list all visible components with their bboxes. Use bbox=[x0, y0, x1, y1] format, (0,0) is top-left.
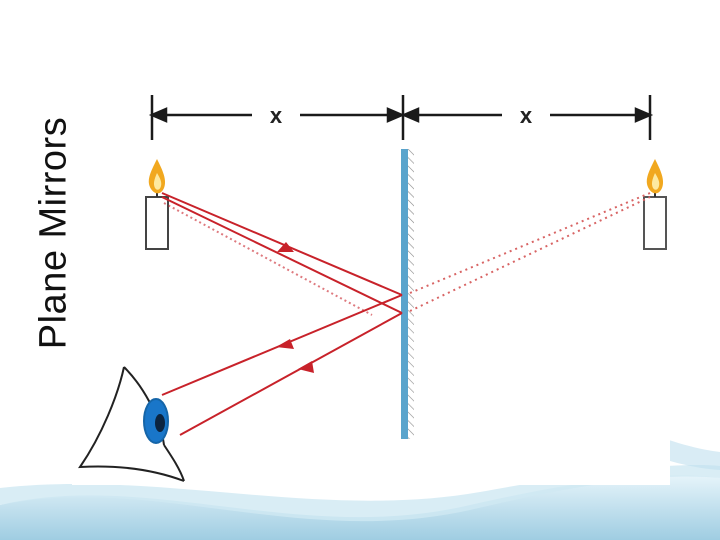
plane-mirror-diagram: x x bbox=[72, 85, 670, 485]
plane-mirror bbox=[401, 149, 414, 439]
eye-icon bbox=[78, 366, 185, 482]
ray-arrow bbox=[298, 361, 314, 373]
candle-object-icon bbox=[145, 159, 169, 250]
reflected-rays bbox=[161, 294, 403, 436]
virtual-rays bbox=[409, 192, 651, 312]
incident-rays bbox=[161, 192, 403, 316]
dimension-marker-left bbox=[148, 95, 406, 140]
candle-image-icon bbox=[643, 159, 667, 250]
flame-icon bbox=[148, 159, 166, 194]
object-distance-label: x bbox=[270, 103, 283, 128]
image-distance-label: x bbox=[520, 103, 533, 128]
flame-icon bbox=[646, 159, 664, 194]
dimension-marker-right bbox=[400, 95, 654, 140]
ray-arrow bbox=[276, 339, 294, 349]
slide-title: Plane Mirrors bbox=[32, 116, 75, 350]
ray-arrow bbox=[277, 242, 294, 252]
